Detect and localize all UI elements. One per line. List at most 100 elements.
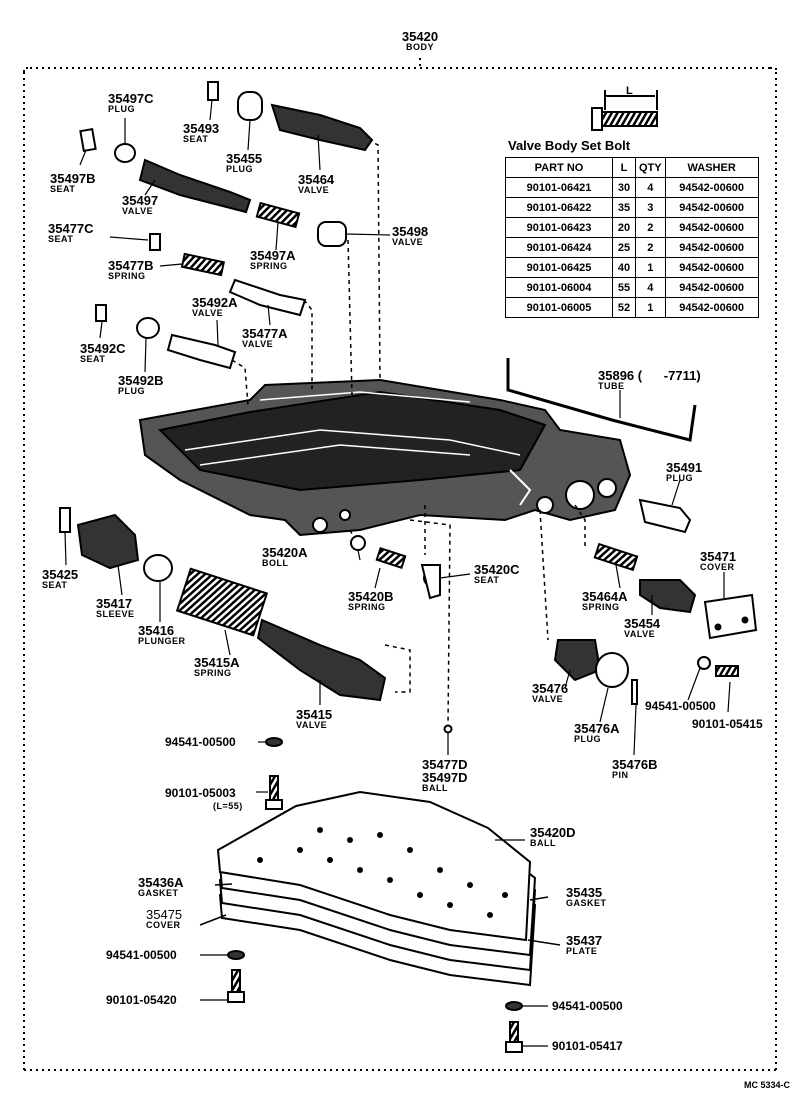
leader-lines bbox=[64, 99, 731, 1047]
part-name: BODY bbox=[405, 42, 434, 52]
label-35420b: 35420B SPRING bbox=[348, 590, 394, 612]
part-name: SEAT bbox=[183, 134, 209, 144]
part-name: SEAT bbox=[42, 580, 68, 590]
part-name: SPRING bbox=[194, 668, 232, 678]
cell-washer: 94542-00600 bbox=[664, 297, 759, 318]
label-35497: 35497 VALVE bbox=[122, 194, 158, 216]
label-35416: 35416 PLUNGER bbox=[138, 624, 186, 646]
body-label: 35420 BODY bbox=[385, 30, 455, 52]
label-35896: 35896 ( -7711) TUBE bbox=[598, 369, 701, 391]
cell-part-no: 90101-06423 bbox=[505, 217, 613, 238]
part-name: BALL bbox=[530, 838, 556, 848]
label-35492b: 35492B PLUG bbox=[118, 374, 164, 396]
part-name: SPRING bbox=[348, 602, 386, 612]
part-number: 94541-00500 bbox=[165, 735, 236, 749]
part-name: SEAT bbox=[80, 354, 106, 364]
label-35420c: 35420C SEAT bbox=[474, 563, 520, 585]
valve-body-casting bbox=[138, 378, 632, 537]
cell-part-no: 90101-06004 bbox=[505, 277, 613, 298]
part-number: 35420D bbox=[530, 825, 576, 840]
part-name: PLUNGER bbox=[138, 636, 186, 646]
part-name: PLUG bbox=[574, 734, 602, 744]
cell-washer: 94542-00600 bbox=[664, 237, 759, 258]
label-35420a: 35420A BOLL bbox=[262, 546, 308, 568]
label-35477a: 35477A VALVE bbox=[242, 327, 288, 349]
part-name: PIN bbox=[612, 770, 629, 780]
part-number: 90101-05003 bbox=[165, 786, 236, 800]
part-name: PLUG bbox=[666, 473, 694, 483]
part-number: 35455 bbox=[226, 151, 263, 166]
table-row: 90101-06422 35 3 94542-00600 bbox=[505, 197, 759, 218]
part-number: 35415A bbox=[194, 655, 240, 670]
cell-qty: 4 bbox=[635, 277, 666, 298]
part-number: 90101-05420 bbox=[106, 993, 177, 1007]
part-number: 35477D bbox=[422, 757, 468, 772]
part-number: 35477B bbox=[108, 258, 154, 273]
cell-part-no: 90101-06422 bbox=[505, 197, 613, 218]
part-name: BALL bbox=[422, 783, 448, 793]
part-number: 94541-00500 bbox=[645, 699, 716, 713]
cell-washer: 94542-00600 bbox=[664, 257, 759, 278]
label-94541-00500-bottom: 94541-00500 bbox=[552, 1000, 623, 1012]
part-number: 35420C bbox=[474, 562, 520, 577]
label-35476b: 35476B PIN bbox=[612, 758, 658, 780]
part-name: PLATE bbox=[566, 946, 598, 956]
part-name: GASKET bbox=[138, 888, 179, 898]
label-35498: 35498 VALVE bbox=[392, 225, 428, 247]
part-number: 35417 bbox=[96, 596, 133, 611]
part-number: 35497A bbox=[250, 248, 296, 263]
part-number: 35425 bbox=[42, 567, 79, 582]
label-35477b: 35477B SPRING bbox=[108, 259, 154, 281]
label-35493: 35493 SEAT bbox=[183, 122, 219, 144]
label-35464: 35464 VALVE bbox=[298, 173, 334, 195]
part-name: VALVE bbox=[192, 308, 224, 318]
part-number: 94541-00500 bbox=[552, 999, 623, 1013]
part-number: 35477C bbox=[48, 221, 94, 236]
table-row: 90101-06421 30 4 94542-00600 bbox=[505, 177, 759, 198]
cell-l: 55 bbox=[612, 277, 636, 298]
label-35477d-35497d: 35477D 35497D BALL bbox=[422, 758, 468, 793]
label-35435: 35435 GASKET bbox=[566, 886, 607, 908]
cell-part-no: 90101-06005 bbox=[505, 297, 613, 318]
right-middle-parts bbox=[350, 498, 758, 734]
label-35415a: 35415A SPRING bbox=[194, 656, 240, 678]
label-35492c: 35492C SEAT bbox=[80, 342, 126, 364]
drawing-code: MC 5334-C bbox=[743, 1080, 790, 1090]
table-header-row: PART NO L QTY WASHER bbox=[505, 157, 759, 178]
label-90101-05415: 90101-05415 bbox=[692, 718, 763, 730]
part-name: SEAT bbox=[474, 575, 500, 585]
cell-l: 30 bbox=[612, 177, 636, 198]
part-number: 35492C bbox=[80, 341, 126, 356]
label-94541-00500-right: 94541-00500 bbox=[645, 700, 716, 712]
label-35437: 35437 PLATE bbox=[566, 934, 602, 956]
label-35464a: 35464A SPRING bbox=[582, 590, 628, 612]
table-row: 90101-06005 52 1 94542-00600 bbox=[505, 297, 759, 318]
cell-washer: 94542-00600 bbox=[664, 197, 759, 218]
part-note: ( -7711) bbox=[637, 368, 701, 383]
label-35476: 35476 VALVE bbox=[532, 682, 568, 704]
part-number: 35475 bbox=[146, 907, 183, 922]
dimension-l-label: L bbox=[626, 85, 633, 97]
part-number: 35497B bbox=[50, 171, 96, 186]
cell-washer: 94542-00600 bbox=[664, 217, 759, 238]
label-94541-00500-left: 94541-00500 bbox=[165, 736, 236, 748]
col-washer: WASHER bbox=[664, 157, 759, 178]
part-number: 35498 bbox=[392, 224, 429, 239]
part-name: PLUG bbox=[108, 104, 136, 114]
part-number: 35492B bbox=[118, 373, 164, 388]
cell-l: 52 bbox=[612, 297, 636, 318]
tube-35896 bbox=[506, 358, 697, 442]
part-name: GASKET bbox=[566, 898, 607, 908]
part-number: 35435 bbox=[566, 885, 603, 900]
part-name: TUBE bbox=[598, 381, 625, 391]
label-35497a: 35497A SPRING bbox=[250, 249, 296, 271]
label-35415: 35415 VALVE bbox=[296, 708, 332, 730]
label-90101-05420: 90101-05420 bbox=[106, 994, 177, 1006]
part-name: PLUG bbox=[226, 164, 254, 174]
part-number: 90101-05415 bbox=[692, 717, 763, 731]
part-name: COVER bbox=[700, 562, 735, 572]
part-number: 35491 bbox=[666, 460, 703, 475]
cell-l: 20 bbox=[612, 217, 636, 238]
cell-l: 35 bbox=[612, 197, 636, 218]
